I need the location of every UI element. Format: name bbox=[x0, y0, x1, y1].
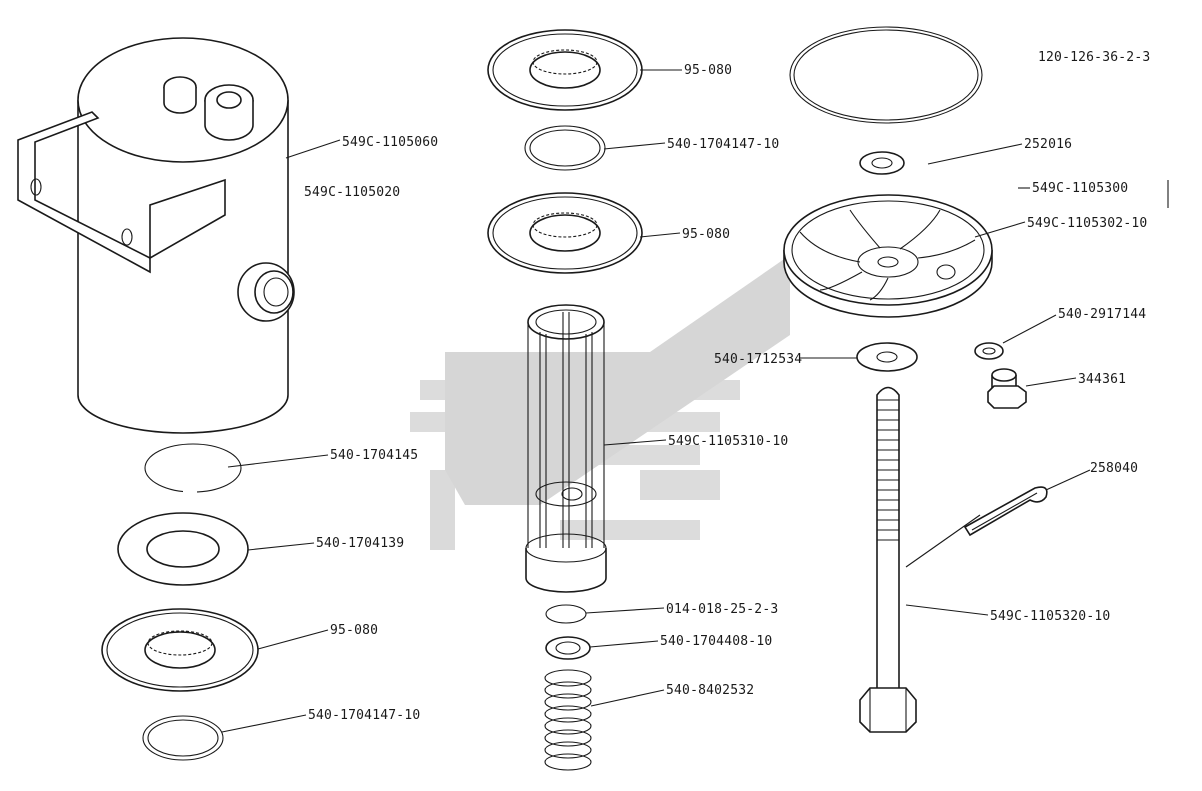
washer-plug-part bbox=[974, 342, 1004, 360]
bearing-mid-part bbox=[487, 192, 643, 274]
leader-lines bbox=[221, 69, 1169, 733]
o-ring-large-part bbox=[789, 26, 983, 124]
label-washer-left: 540-1704139 bbox=[316, 536, 404, 551]
housing-part bbox=[17, 37, 295, 434]
label-cover: 549C-1105302-10 bbox=[1027, 216, 1147, 231]
label-filter-element: 549C-1105310-10 bbox=[668, 434, 788, 449]
label-washer-spring: 540-1704408-10 bbox=[660, 634, 772, 649]
label-o-ring-large: 120-126-36-2-3 bbox=[1038, 50, 1150, 65]
label-bearing-top: 95-080 bbox=[684, 63, 732, 78]
plug-part bbox=[987, 368, 1027, 409]
washer-left-part bbox=[117, 512, 249, 586]
snap-ring-left-part bbox=[142, 715, 224, 761]
label-ring-left: 540-1704145 bbox=[330, 448, 418, 463]
filter-element-part bbox=[525, 304, 607, 593]
label-bearing-mid: 95-080 bbox=[682, 227, 730, 242]
bolt-part bbox=[859, 386, 917, 733]
label-bearing-left: 95-080 bbox=[330, 623, 378, 638]
bearing-left-part bbox=[101, 608, 259, 692]
washer-bolt-part bbox=[856, 342, 918, 372]
o-ring-small-part bbox=[545, 604, 587, 624]
label-housing-assembly: 549C-1105020 bbox=[304, 185, 400, 200]
label-o-ring-small: 014-018-25-2-3 bbox=[666, 602, 778, 617]
label-cotter-pin: 258040 bbox=[1090, 461, 1138, 476]
cover-part bbox=[783, 194, 993, 318]
ring-left-part bbox=[144, 443, 242, 496]
snap-ring-mid-part bbox=[524, 125, 606, 171]
label-washer-top-right: 252016 bbox=[1024, 137, 1072, 152]
spring-part bbox=[544, 669, 592, 771]
labels: 549C-1105060 549C-1105020 540-1704145 54… bbox=[304, 50, 1150, 723]
label-plug: 344361 bbox=[1078, 372, 1126, 387]
label-washer-bolt: 540-1712534 bbox=[714, 352, 802, 367]
watermark-logo bbox=[410, 255, 790, 550]
label-bolt: 549C-1105320-10 bbox=[990, 609, 1110, 624]
label-snap-ring-mid: 540-1704147-10 bbox=[667, 137, 779, 152]
washer-top-right-part bbox=[859, 151, 905, 175]
label-cover-assembly: 549C-1105300 bbox=[1032, 181, 1128, 196]
cotter-pin-part bbox=[963, 486, 1048, 537]
washer-spring-part bbox=[545, 636, 591, 660]
label-housing: 549C-1105060 bbox=[342, 135, 438, 150]
label-snap-ring-left: 540-1704147-10 bbox=[308, 708, 420, 723]
label-spring: 540-8402532 bbox=[666, 683, 754, 698]
bearing-top-part bbox=[487, 29, 643, 111]
label-washer-plug: 540-2917144 bbox=[1058, 307, 1146, 322]
